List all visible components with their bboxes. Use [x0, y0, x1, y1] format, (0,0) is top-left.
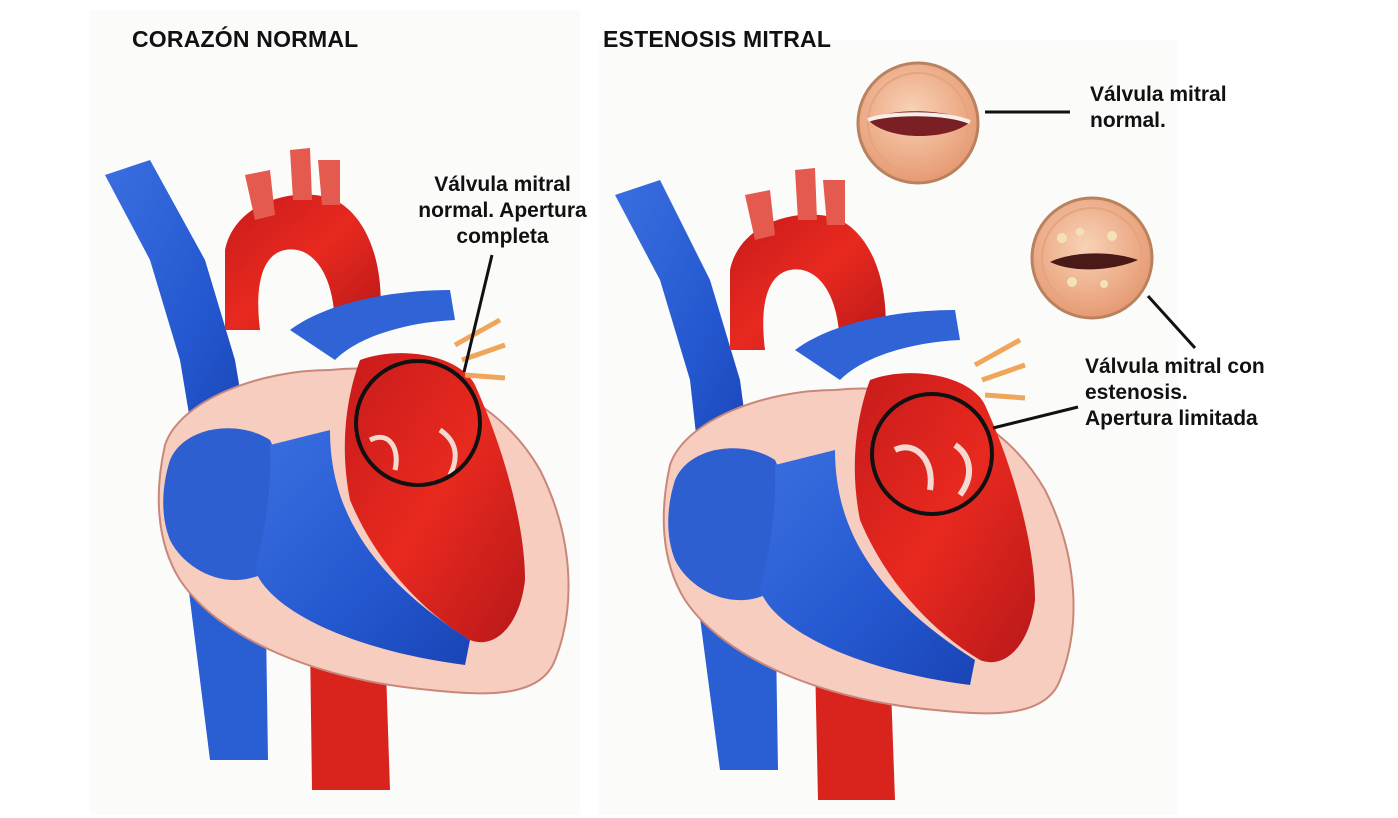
inset-stenotic-valve: [1032, 198, 1195, 348]
callout-line-1: Válvula mitral: [1090, 82, 1227, 108]
callout-line-3: Apertura limitada: [1085, 406, 1265, 432]
inset-normal-valve: [858, 63, 1070, 183]
pulmonary-veins: [455, 320, 505, 378]
callout-line-stenotic-inset: [1148, 296, 1195, 348]
callout-line-1: Válvula mitral: [410, 172, 595, 198]
pulmonary-veins: [975, 340, 1025, 398]
callout-label-normal-valve: Válvula mitral normal.: [1090, 82, 1227, 134]
title-normal-heart: CORAZÓN NORMAL: [132, 26, 358, 53]
pulmonary-artery: [795, 310, 960, 380]
callout-line-1: Válvula mitral con: [1085, 354, 1265, 380]
callout-line-2: normal. Apertura: [410, 198, 595, 224]
callout-line-2: estenosis.: [1085, 380, 1265, 406]
callout-label-normal-valve-open: Válvula mitral normal. Apertura completa: [410, 172, 595, 250]
callout-label-stenotic-valve: Válvula mitral con estenosis. Apertura l…: [1085, 354, 1265, 432]
callout-line-3: completa: [410, 224, 595, 250]
title-mitral-stenosis: ESTENOSIS MITRAL: [603, 26, 831, 53]
pulmonary-artery: [290, 290, 455, 360]
heart-stenosis: [615, 168, 1078, 800]
callout-line-2: normal.: [1090, 108, 1227, 134]
callout-line-stenosis: [993, 407, 1078, 428]
